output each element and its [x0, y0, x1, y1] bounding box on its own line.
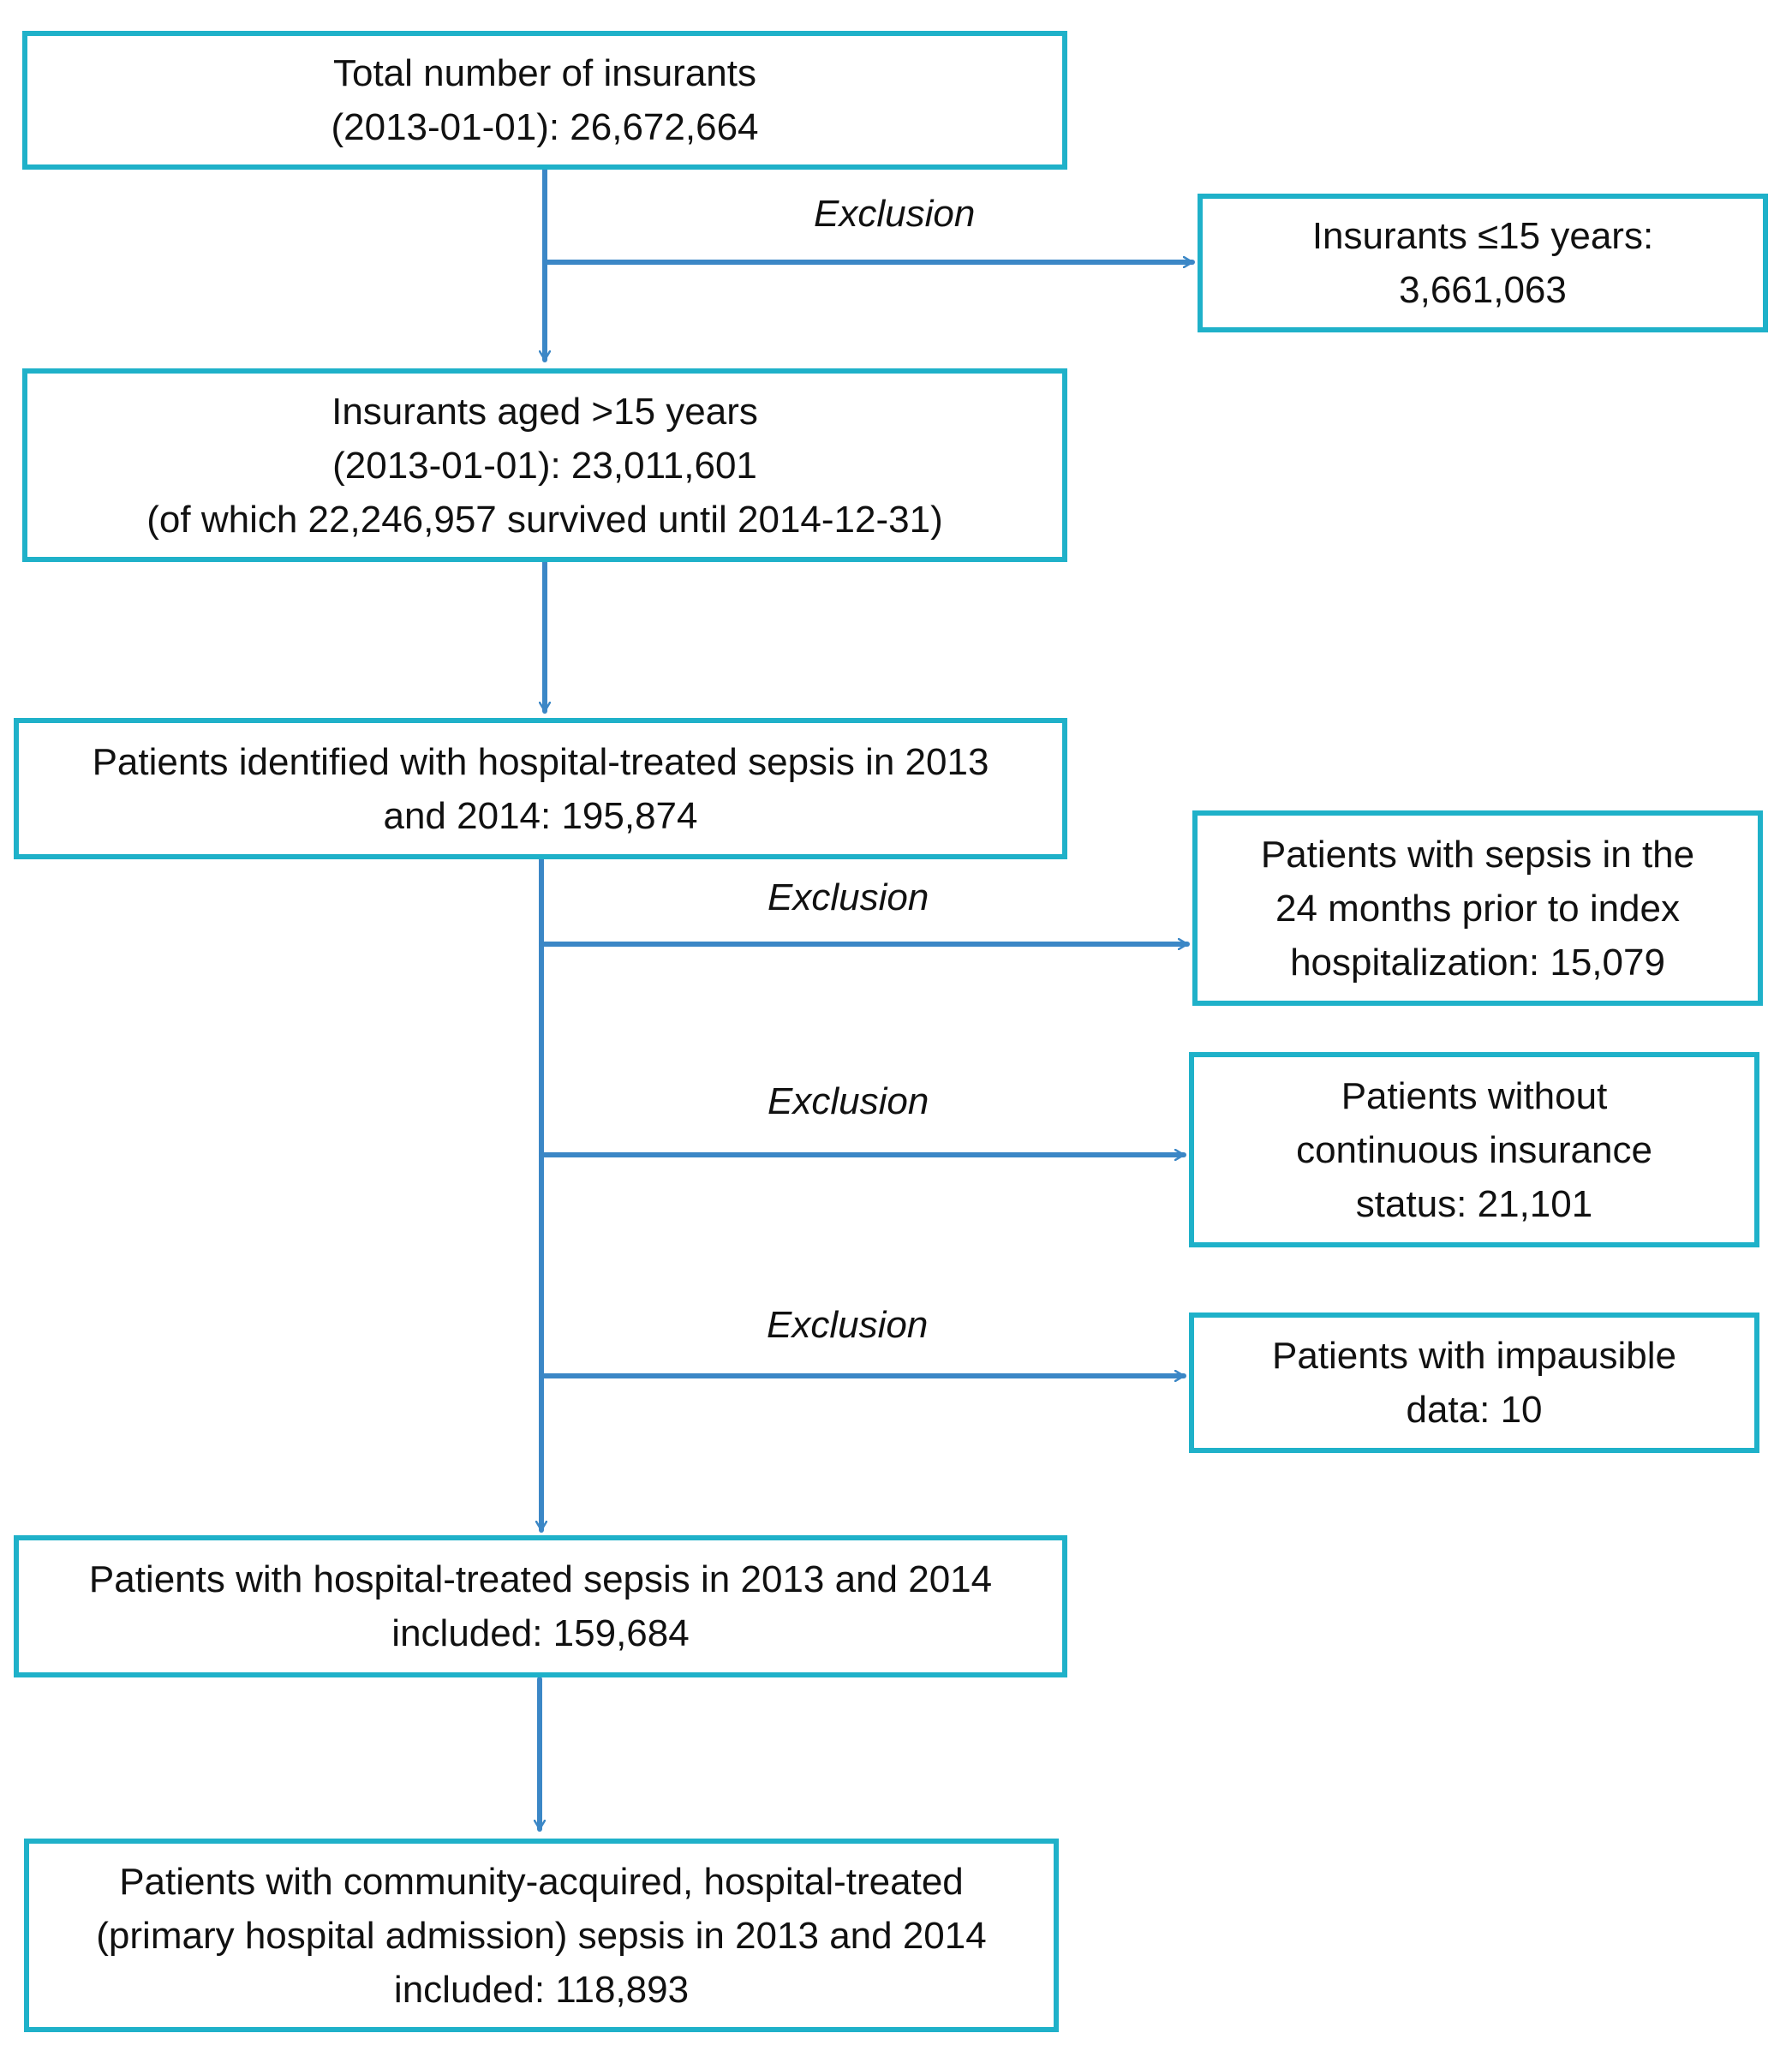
box-line: status: 21,101 [1355, 1182, 1593, 1225]
box-implausible-data: Patients with impausible data: 10 [1189, 1313, 1759, 1453]
box-line: 24 months prior to index [1275, 887, 1681, 930]
box-line: (of which 22,246,957 survived until 2014… [146, 498, 943, 541]
box-line: and 2014: 195,874 [383, 794, 698, 837]
box-line: Patients with community-acquired, hospit… [119, 1860, 964, 1903]
box-line: Patients without [1341, 1074, 1608, 1117]
box-community-acquired-sepsis: Patients with community-acquired, hospit… [24, 1839, 1059, 2032]
box-line: hospitalization: 15,079 [1290, 941, 1665, 984]
box-prior-sepsis: Patients with sepsis in the 24 months pr… [1192, 810, 1763, 1006]
box-insurants-over-15: Insurants aged >15 years (2013-01-01): 2… [22, 368, 1067, 562]
box-no-continuous-insurance: Patients without continuous insurance st… [1189, 1052, 1759, 1247]
box-line: Insurants ≤15 years: [1311, 215, 1654, 257]
box-identified-sepsis: Patients identified with hospital-treate… [14, 718, 1067, 859]
box-line: (primary hospital admission) sepsis in 2… [96, 1914, 987, 1957]
box-line: (2013-01-01): 23,011,601 [332, 444, 757, 487]
box-total-insurants: Total number of insurants (2013-01-01): … [22, 31, 1067, 170]
box-line: Patients identified with hospital-treate… [92, 740, 989, 783]
exclusion-label-under15: Exclusion [814, 193, 976, 235]
box-line: Patients with hospital-treated sepsis in… [88, 1558, 993, 1600]
box-line: continuous insurance [1296, 1128, 1652, 1171]
box-line: included: 118,893 [393, 1968, 690, 2011]
exclusion-label-prior-sepsis: Exclusion [768, 876, 929, 918]
box-line: (2013-01-01): 26,672,664 [331, 106, 759, 148]
box-line: Total number of insurants [332, 52, 757, 94]
box-included-sepsis: Patients with hospital-treated sepsis in… [14, 1535, 1067, 1677]
box-line: Patients with impausible [1271, 1335, 1676, 1377]
box-line: Patients with sepsis in the [1260, 833, 1695, 876]
box-line: data: 10 [1406, 1389, 1543, 1431]
box-insurants-under-15: Insurants ≤15 years: 3,661,063 [1198, 194, 1768, 332]
box-line: 3,661,063 [1399, 269, 1567, 311]
box-line: Insurants aged >15 years [332, 390, 758, 433]
box-line: included: 159,684 [391, 1612, 690, 1654]
exclusion-label-no-insurance: Exclusion [768, 1080, 929, 1122]
exclusion-label-implausible: Exclusion [767, 1304, 929, 1346]
